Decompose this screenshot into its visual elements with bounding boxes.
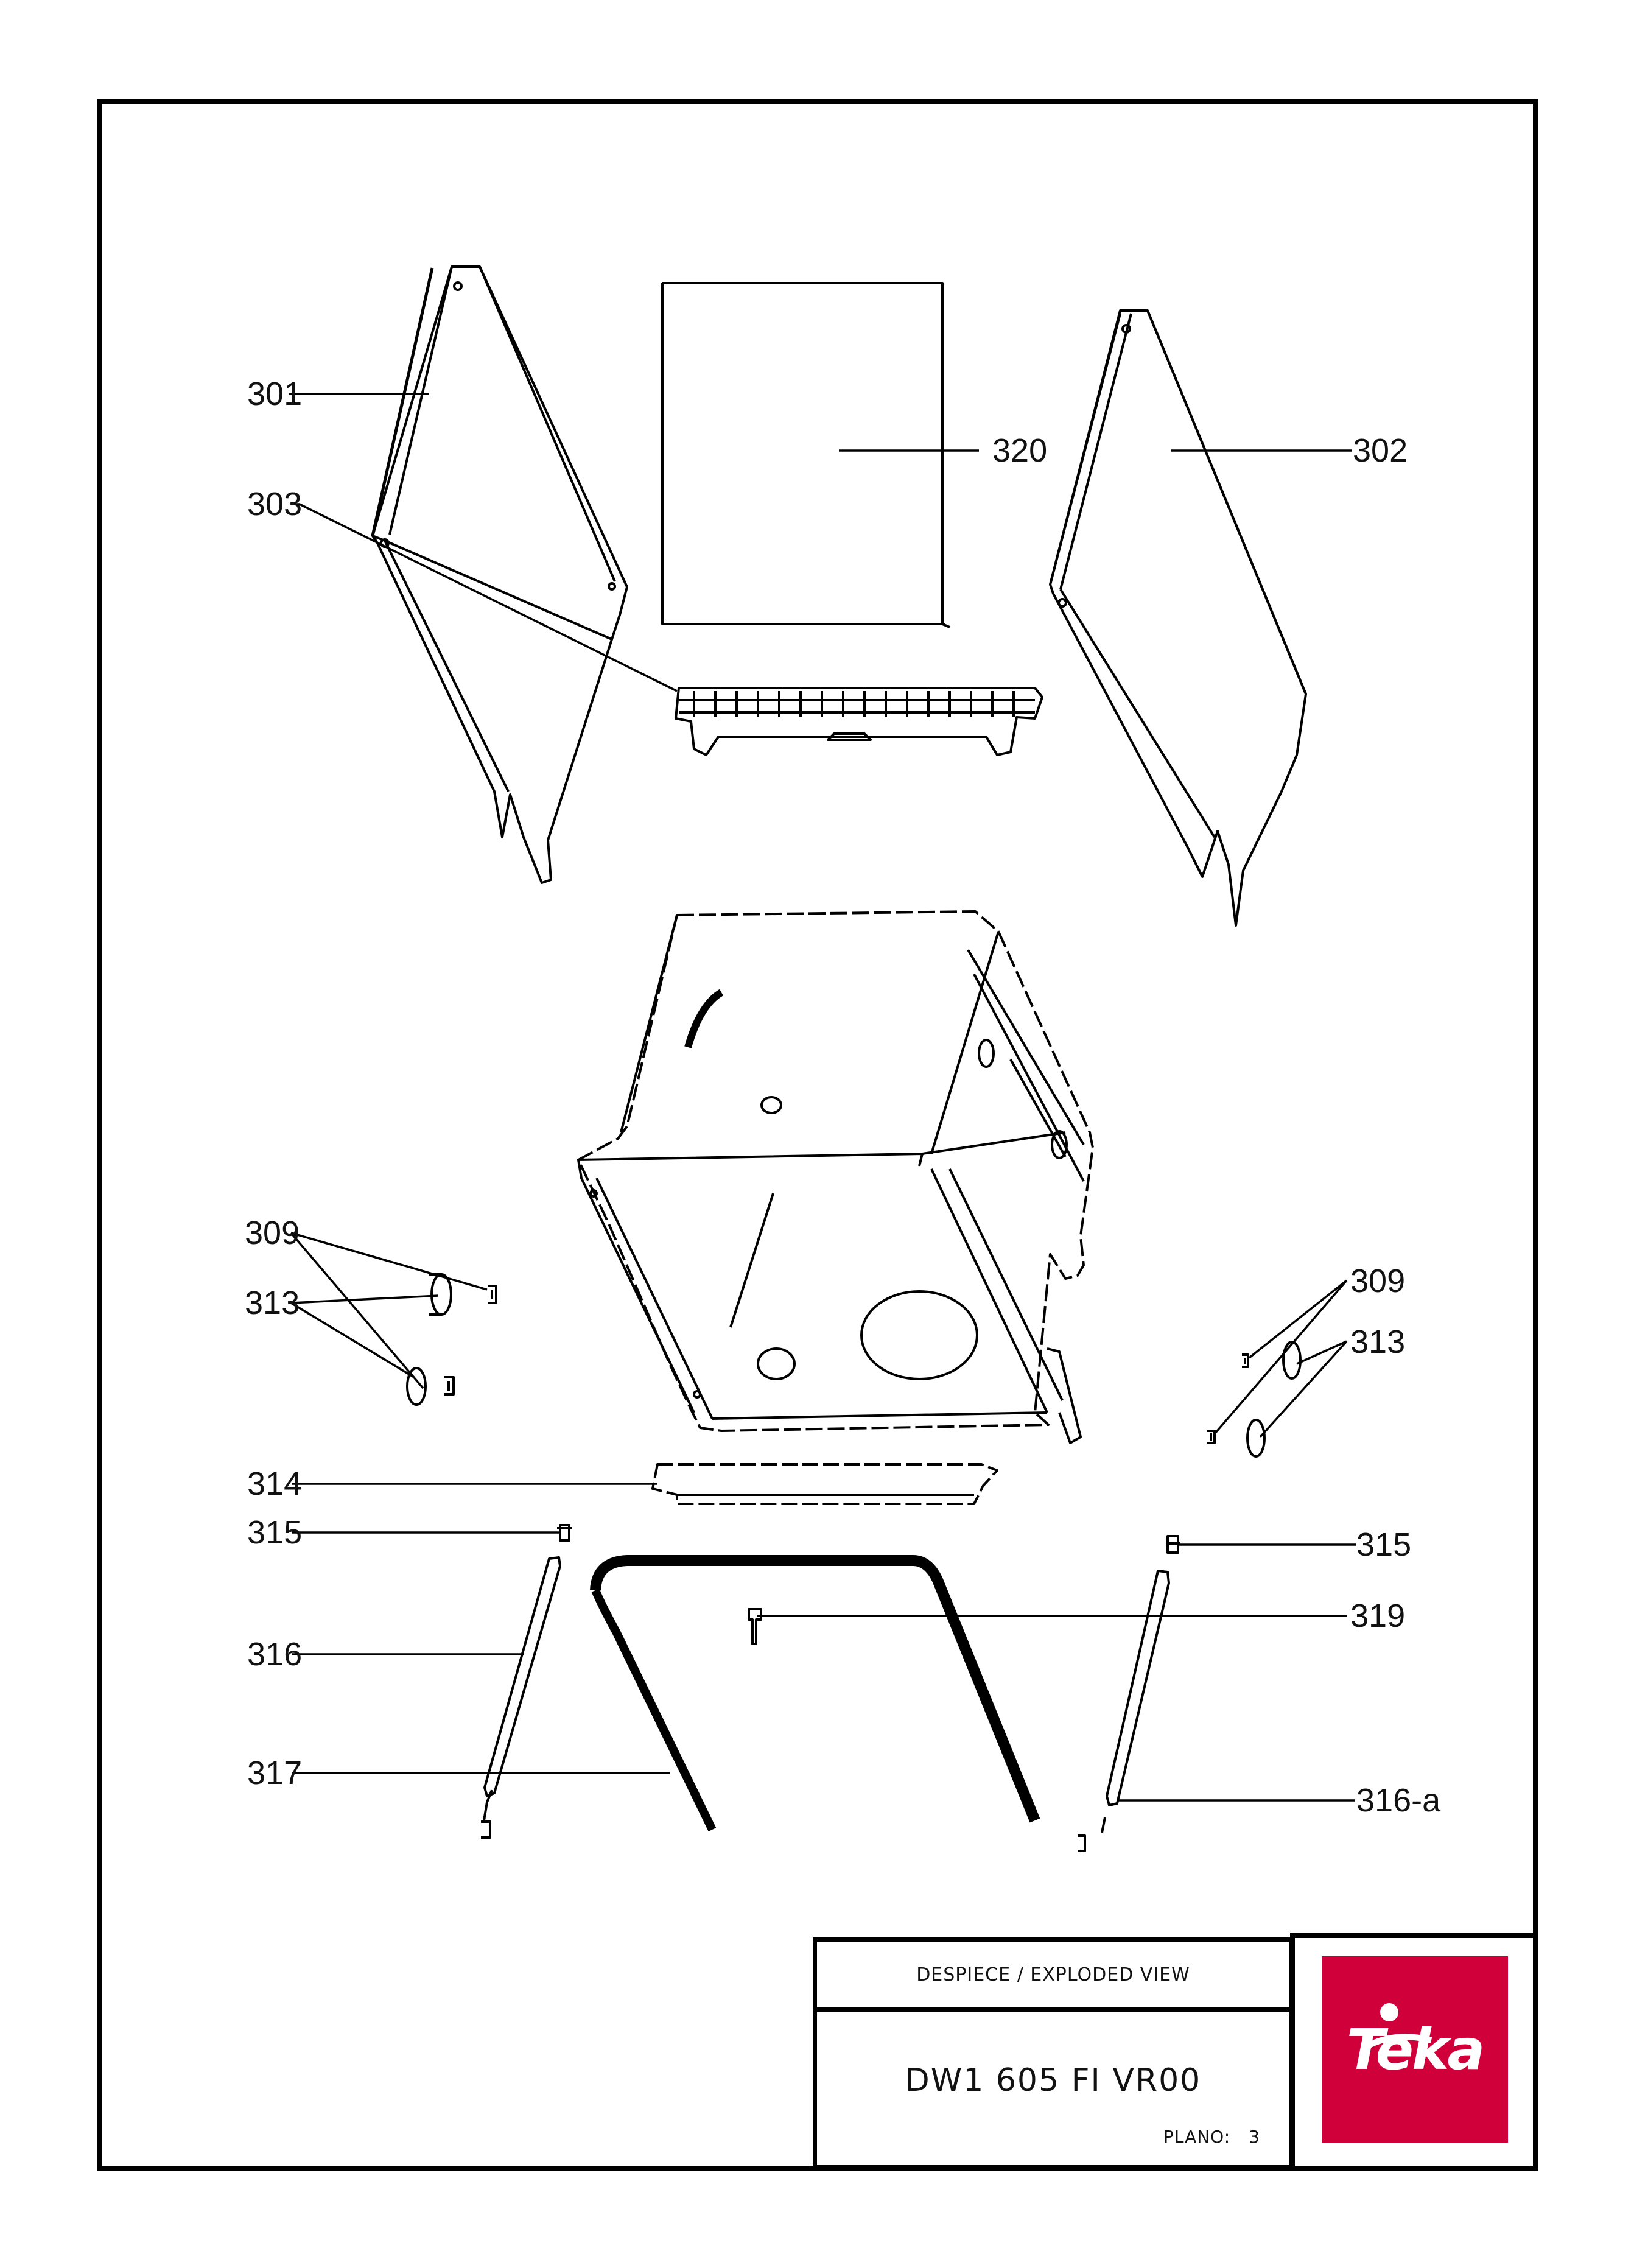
part-302-right-side-panel xyxy=(1049,309,1307,927)
brand-logo-cell: Teka xyxy=(1290,1933,1538,2171)
part-320-panel xyxy=(661,282,950,628)
logo-wordmark: Teka xyxy=(1346,2017,1485,2082)
part-303-grille xyxy=(675,687,1043,756)
callout-315-left: 315 xyxy=(247,1514,302,1551)
teka-logo: Teka xyxy=(1322,1956,1508,2143)
callout-315-right: 315 xyxy=(1356,1526,1411,1563)
model-number: DW1 605 FI VR00 xyxy=(905,2062,1202,2099)
callout-316a: 316-a xyxy=(1356,1782,1441,1819)
part-316-strip xyxy=(481,1556,561,1839)
part-tub-body xyxy=(577,910,1094,1444)
part-309-313-right-fittings xyxy=(1207,1341,1302,1458)
part-319-screw xyxy=(748,1608,762,1645)
drawing-type-label: DESPIECE / EXPLODED VIEW xyxy=(916,1964,1190,1985)
callout-319: 319 xyxy=(1350,1598,1405,1634)
callout-309-left: 309 xyxy=(245,1215,300,1251)
part-301-left-side-panel xyxy=(371,265,628,884)
callout-313-left: 313 xyxy=(245,1285,300,1321)
plano-value: 3 xyxy=(1249,2127,1260,2147)
part-314-rail xyxy=(651,1463,998,1505)
part-309-313-left-fittings xyxy=(406,1273,497,1406)
title-block-header: DESPIECE / EXPLODED VIEW xyxy=(813,1937,1294,2012)
leader-lines xyxy=(289,393,1356,1802)
callout-313-right: 313 xyxy=(1350,1324,1405,1360)
callout-301: 301 xyxy=(247,376,302,412)
callout-labels: 301 303 320 302 309 313 309 313 314 315 … xyxy=(245,376,1441,1819)
part-315-screws xyxy=(557,1524,1180,1554)
title-block-main: DW1 605 FI VR00 PLANO: 3 xyxy=(813,2008,1294,2169)
plano-number: PLANO: 3 xyxy=(1163,2127,1260,2147)
teka-logo-mark xyxy=(1322,1956,1508,2143)
plano-label: PLANO: xyxy=(1163,2127,1231,2147)
callout-317: 317 xyxy=(247,1755,302,1791)
callout-309-right: 309 xyxy=(1350,1263,1405,1299)
part-317-seal xyxy=(590,1555,1040,1832)
callout-303: 303 xyxy=(247,486,302,522)
callout-316: 316 xyxy=(247,1636,302,1673)
callout-302: 302 xyxy=(1353,432,1408,469)
callout-320: 320 xyxy=(992,432,1047,469)
part-316a-strip xyxy=(1078,1570,1170,1852)
callout-314: 314 xyxy=(247,1466,302,1502)
